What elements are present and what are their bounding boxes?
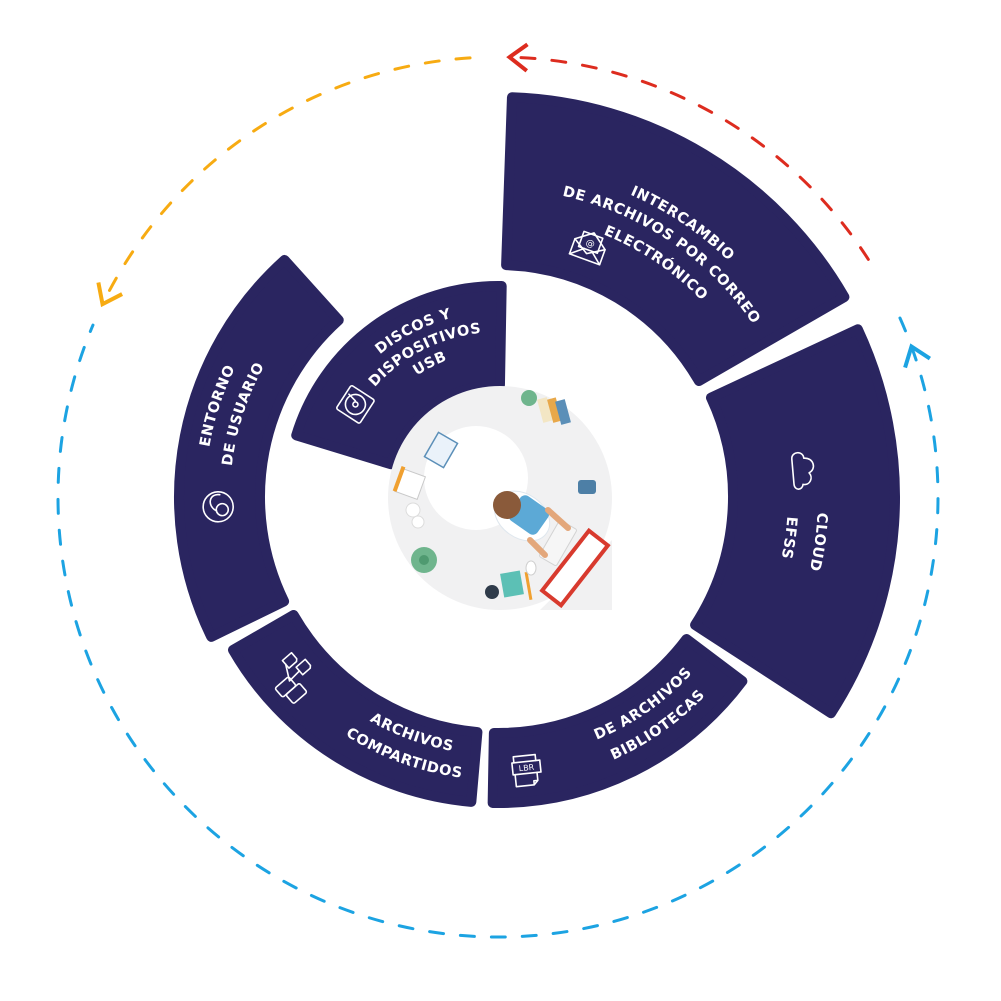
svg-text:@: @ [584,238,596,250]
cycle-arc-blue [56,316,940,939]
pencil-cup-icon [485,585,499,599]
segment-user-env-shape [174,254,344,642]
notepad-icon [423,431,459,469]
shared-files-network-icon [274,651,312,704]
segment-cloud-label-line: EFSS [778,516,800,561]
crumpled-paper-icon [405,502,421,518]
segment-libraries-shape [487,634,748,808]
user-environment-icon [202,490,234,523]
person-at-desk-icon [493,490,571,558]
book-icon [537,397,553,423]
plant-center-icon [419,555,429,565]
plant-icon [521,390,537,406]
person-head [493,491,521,519]
notebook-icon [500,570,524,598]
cycle-arc-yellow [108,55,485,292]
cycle-arc-red-arrowhead-icon [506,42,529,73]
pencil-icon [524,571,533,600]
cycle-arc-yellow-arrowhead-icon [96,282,124,308]
center-illustration [388,386,612,610]
book-icon [547,397,562,423]
mouse-icon [525,560,537,576]
cycle-arc-blue-arrowhead-icon [903,343,931,369]
person-arms [527,507,571,558]
book-icon [555,399,571,425]
calendar-binding-icon [392,466,406,492]
segment-cloud-shape [690,324,900,719]
desk-items [392,390,611,609]
email-envelope-icon: @ [568,230,606,266]
hard-disk-icon [336,385,375,424]
library-document-icon: LBR [511,753,542,788]
segment-email-shape [501,92,850,386]
monitor-icon [539,527,611,609]
crumpled-paper-icon [411,515,425,529]
bag-icon [578,480,596,494]
svg-text:LBR: LBR [518,763,535,774]
cloud-icon [791,451,815,490]
segment-usb-shape [291,281,507,470]
segment-shared-shape [227,610,483,807]
cycle-arrows [56,42,940,939]
